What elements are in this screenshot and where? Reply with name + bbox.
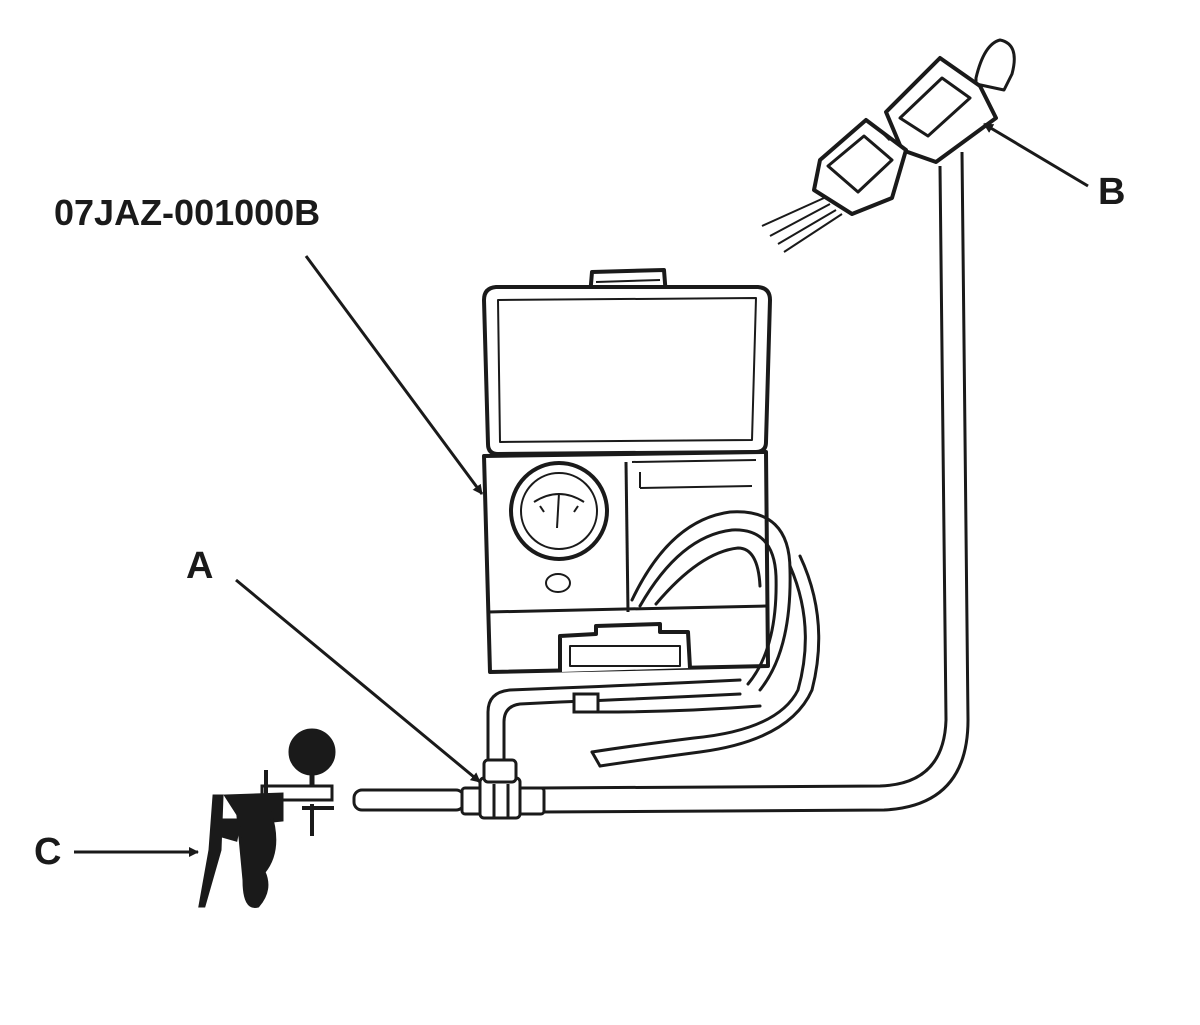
callout-a-label: A <box>186 545 214 587</box>
callout-b-label: B <box>1098 171 1126 213</box>
leader-a <box>235 578 481 784</box>
part-number-label: 07JAZ-001000B <box>54 192 321 233</box>
main-hose <box>539 151 970 814</box>
leader-b <box>983 122 1089 188</box>
tester-hoses <box>486 510 821 768</box>
callout-c-label: C <box>34 831 62 873</box>
tester-case <box>482 268 772 674</box>
fuel-connector <box>761 38 1016 253</box>
hand-pump <box>198 728 336 908</box>
tee-fitting <box>352 758 546 820</box>
leader-part-number <box>304 255 484 495</box>
leader-lines <box>74 122 1089 857</box>
